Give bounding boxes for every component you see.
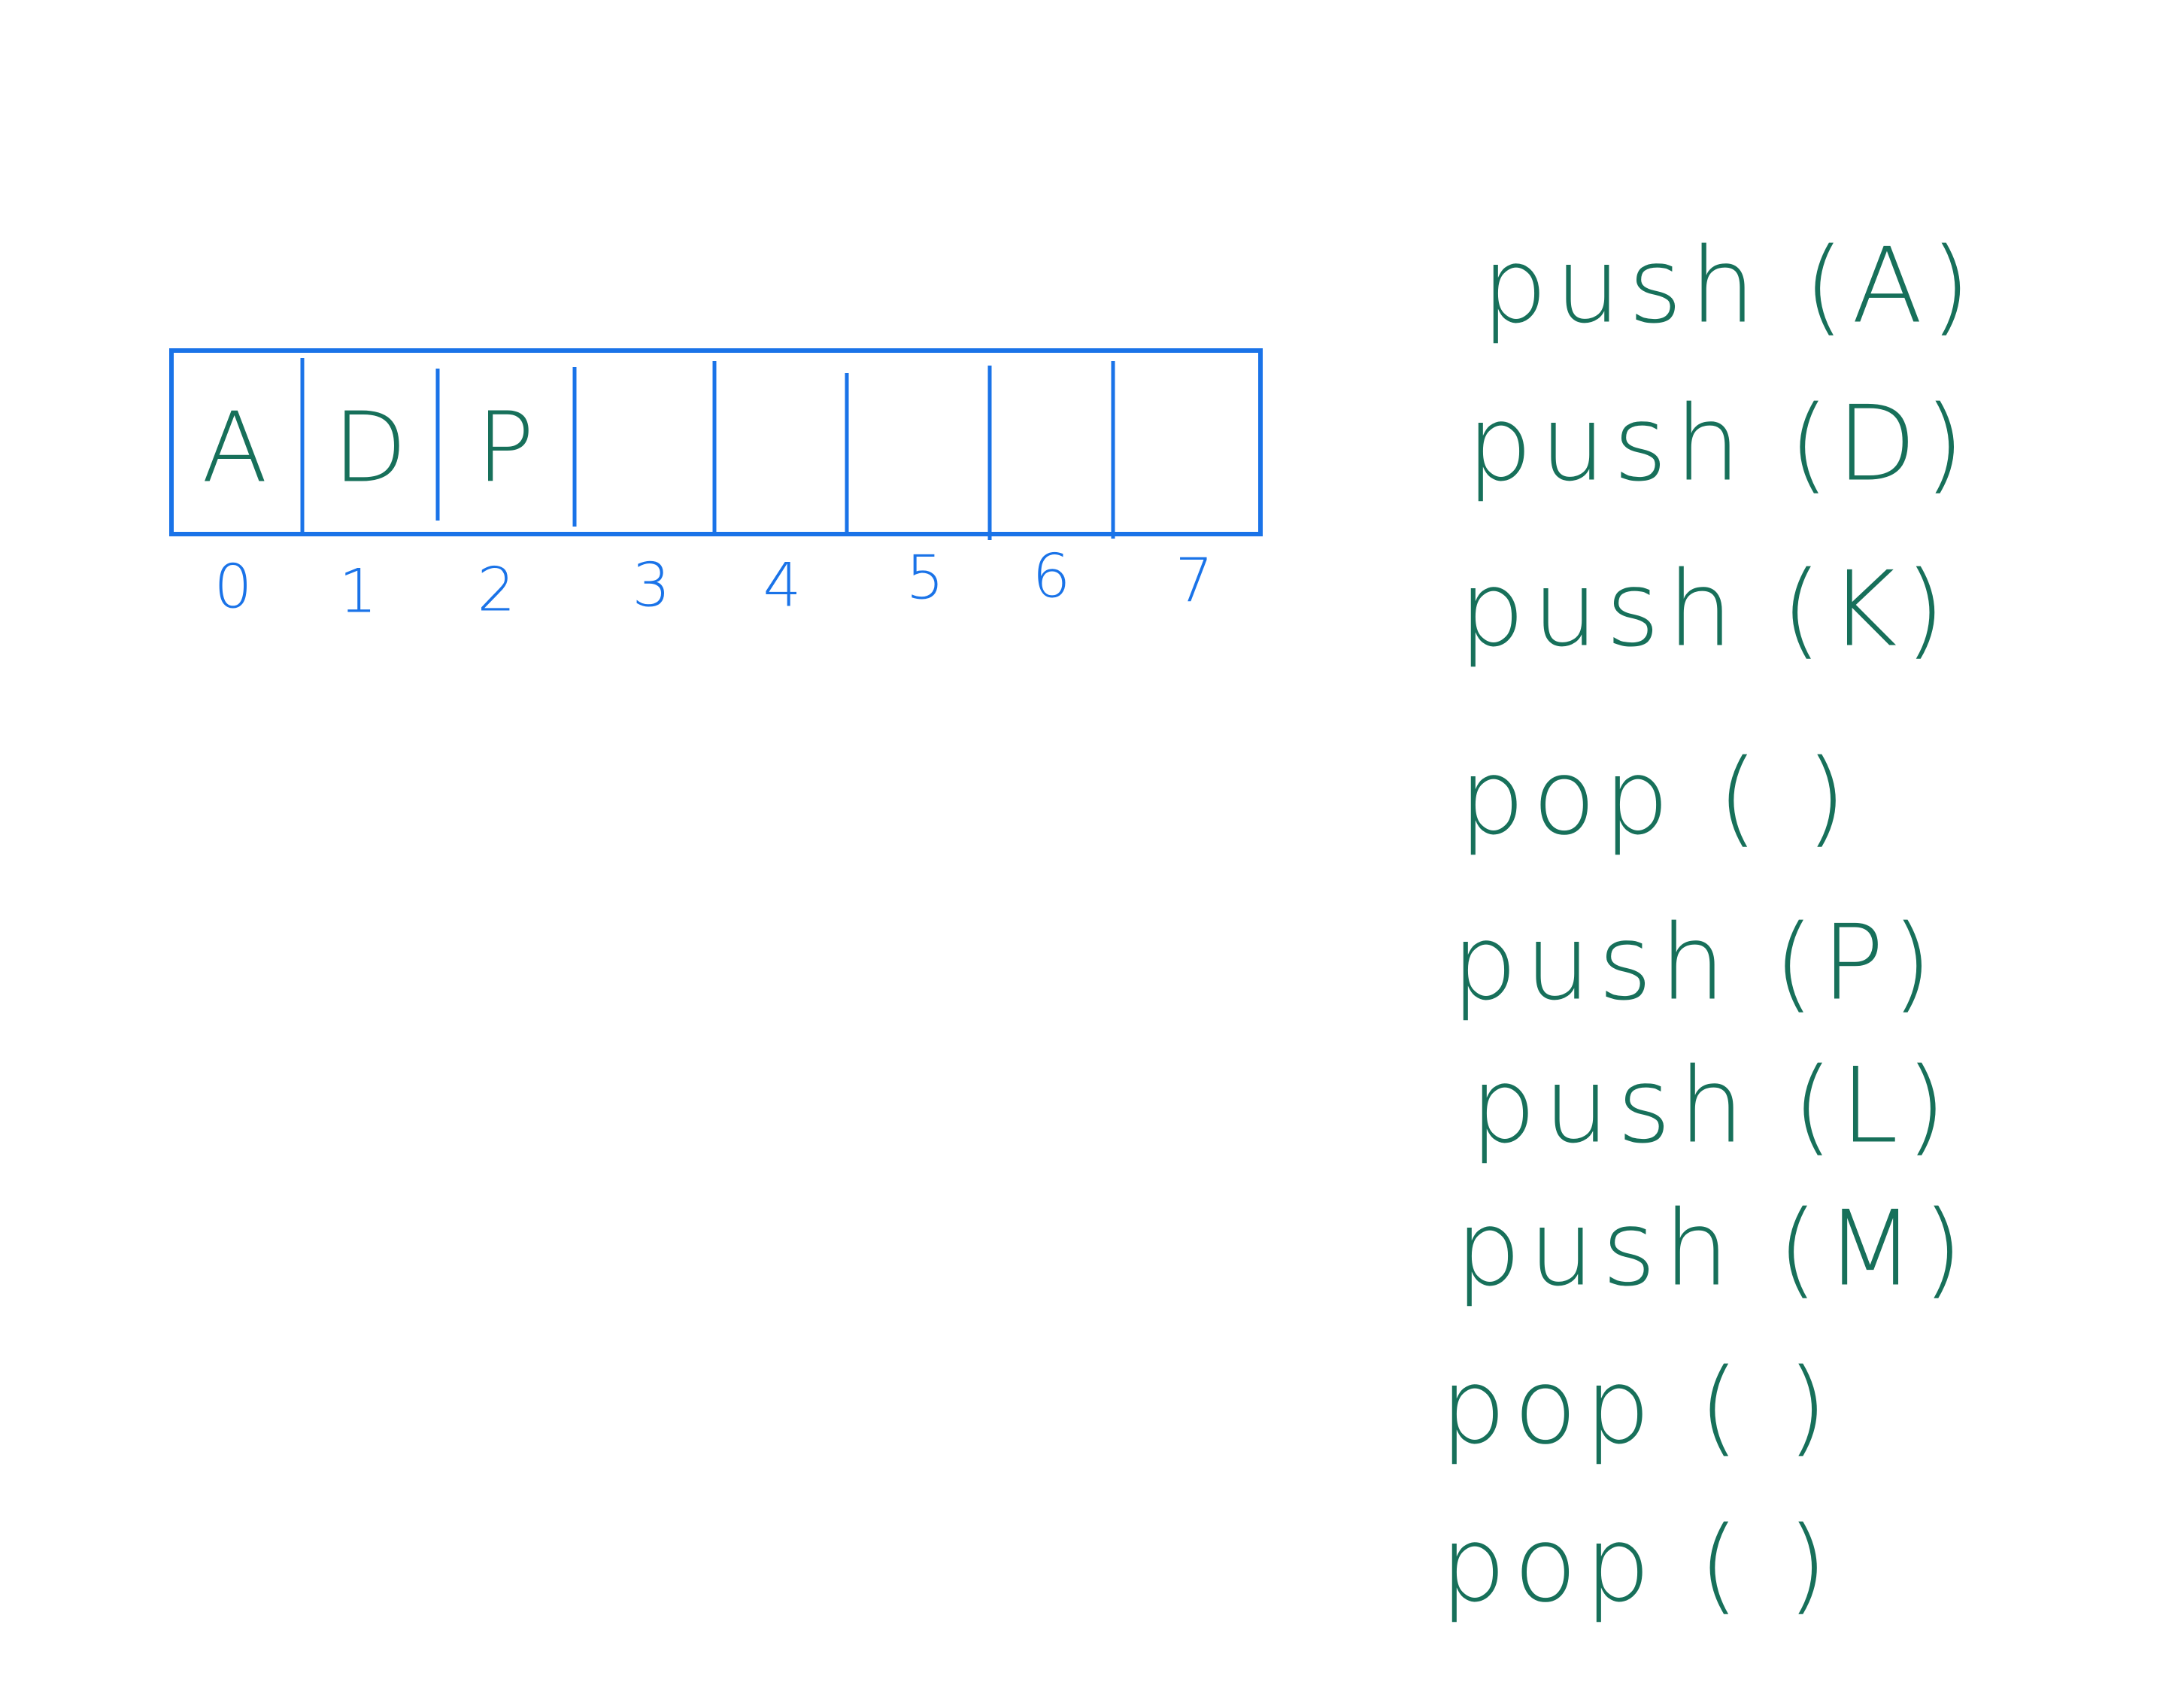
operation-item: pop ( ) bbox=[1440, 1346, 1835, 1468]
operation-item: push (L) bbox=[1470, 1046, 1954, 1167]
array-box bbox=[169, 348, 1263, 540]
operation-item: pop ( ) bbox=[1459, 737, 1854, 858]
index-label: 2 bbox=[478, 555, 516, 625]
operation-item: push (K) bbox=[1459, 549, 1952, 670]
array-outline bbox=[169, 348, 1263, 536]
index-label: 0 bbox=[214, 552, 253, 622]
index-label: 1 bbox=[339, 557, 378, 627]
index-label: 5 bbox=[906, 543, 945, 613]
cell-1-value: D bbox=[333, 393, 408, 505]
index-labels: 0 1 2 3 4 5 6 7 bbox=[214, 542, 1214, 627]
cell-2-value: P bbox=[476, 393, 534, 505]
cell-0-value: A bbox=[202, 393, 268, 505]
array-cells: A D P bbox=[202, 393, 534, 505]
index-label: 6 bbox=[1033, 542, 1071, 612]
operation-item: pop ( ) bbox=[1440, 1504, 1835, 1626]
index-label: 7 bbox=[1175, 546, 1214, 616]
operation-item: push (M) bbox=[1455, 1189, 1970, 1310]
operation-item: push (D) bbox=[1467, 384, 1972, 505]
operations-list: push (A) push (D) push (K) pop ( ) push … bbox=[1440, 226, 1978, 1626]
operation-item: push (A) bbox=[1482, 226, 1978, 347]
index-label: 4 bbox=[763, 551, 802, 621]
operation-item: push (P) bbox=[1451, 903, 1940, 1024]
index-label: 3 bbox=[632, 551, 671, 621]
